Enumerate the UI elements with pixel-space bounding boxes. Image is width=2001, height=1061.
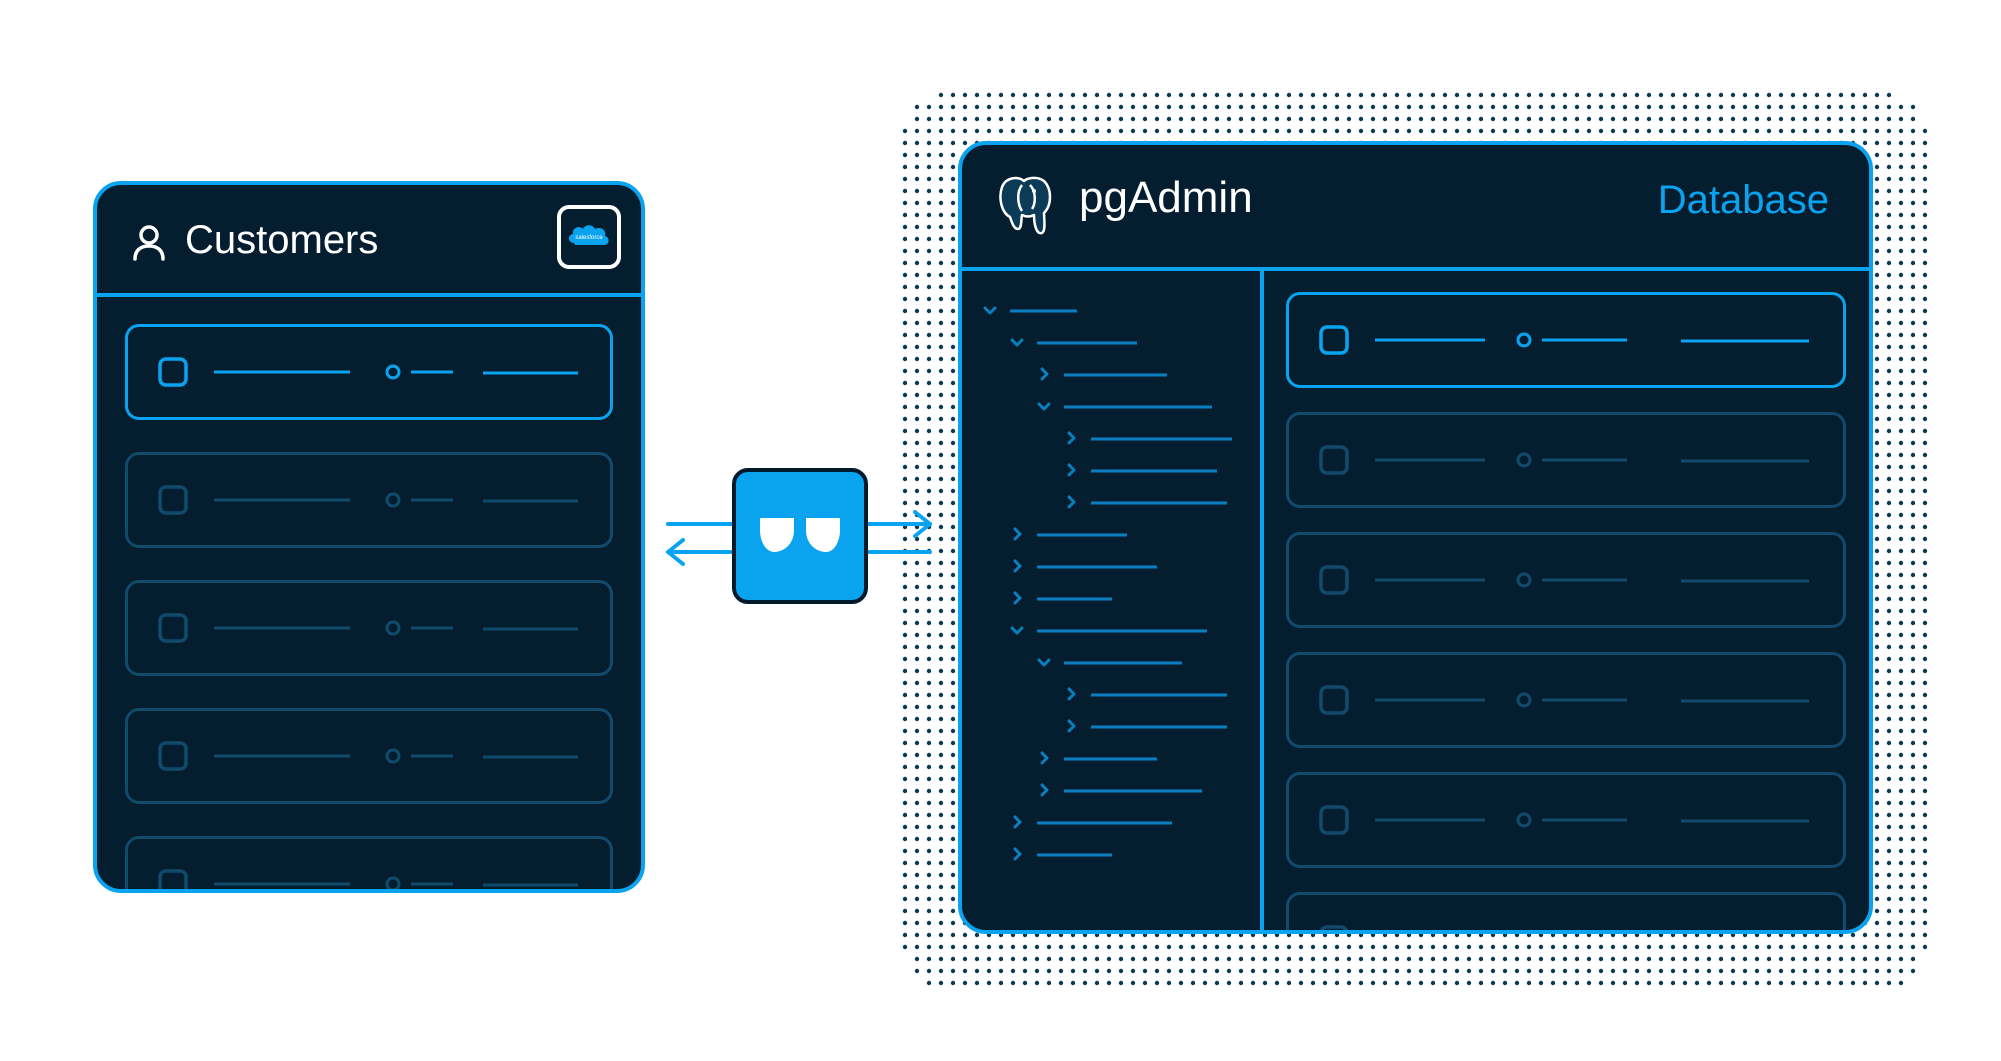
object-browser-tree [962,271,1260,930]
row-checkbox [158,869,188,889]
row-content [1319,685,1809,715]
row-checkbox [158,613,188,643]
chevron-down-icon [1010,626,1024,635]
chevron-down-icon [983,306,997,315]
row-checkbox [1319,805,1349,835]
pgadmin-title: pgAdmin [1079,173,1253,222]
pgadmin-panel: pgAdmin Database [958,141,1873,934]
chevron-right-icon [1067,495,1076,509]
list-row[interactable] [1286,772,1846,868]
chevron-right-icon [1040,783,1049,797]
row-content [158,741,578,771]
list-row[interactable] [1286,892,1846,930]
tree-item[interactable] [1010,338,1137,347]
tree-item[interactable] [1040,783,1202,797]
tree-item[interactable] [1040,367,1167,381]
pane-divider[interactable] [1260,271,1264,930]
chevron-right-icon [1013,591,1022,605]
row-status-dot [385,620,401,636]
row-status-dot [1516,332,1532,348]
row-checkbox [1319,445,1349,475]
row-status-dot [1516,692,1532,708]
tree-item[interactable] [1013,847,1112,861]
row-content [1319,445,1809,475]
chevron-right-icon [1067,431,1076,445]
row-status-dot [1516,452,1532,468]
row-content [158,869,578,889]
database-label: Database [1657,178,1829,222]
sync-connector-logo[interactable] [732,468,868,604]
row-status-dot [1516,572,1532,588]
tree-item[interactable] [1037,658,1182,667]
arrow-right-head [913,510,932,538]
arrow-left-head [666,538,685,566]
list-row-selected[interactable] [125,324,613,420]
chevron-right-icon [1013,527,1022,541]
tree-items [983,306,1232,861]
row-checkbox [1319,565,1349,595]
tree-item[interactable] [1013,559,1157,573]
chevron-right-icon [1040,367,1049,381]
row-content [158,485,578,515]
tree-item[interactable] [1067,431,1232,445]
list-row[interactable] [125,580,613,676]
user-icon [133,225,165,261]
chevron-right-icon [1040,751,1049,765]
customers-panel: Customers salesforce [93,181,645,893]
row-checkbox [1319,325,1349,355]
list-row[interactable] [125,708,613,804]
row-content [158,357,578,387]
list-row[interactable] [1286,412,1846,508]
postgresql-elephant-icon [999,176,1052,235]
salesforce-logo-button[interactable]: salesforce [557,205,621,269]
chevron-right-icon [1067,719,1076,733]
chevron-down-icon [1010,338,1024,347]
row-status-dot [385,492,401,508]
row-content [1319,325,1809,355]
chevron-right-icon [1067,463,1076,477]
customers-title: Customers [185,218,379,262]
sync-logo-icon [760,518,840,552]
tree-item[interactable] [1067,719,1227,733]
row-content [1319,565,1809,595]
chevron-right-icon [1013,847,1022,861]
customers-header: Customers salesforce [97,185,641,297]
row-status-dot [385,876,401,889]
tree-item[interactable] [983,306,1077,315]
row-checkbox [1319,925,1349,930]
list-row[interactable] [125,452,613,548]
tree-item[interactable] [1067,495,1227,509]
tree-item[interactable] [1067,687,1227,701]
tree-item[interactable] [1013,815,1172,829]
tree-item[interactable] [1037,402,1212,411]
row-checkbox [158,485,188,515]
pgadmin-header: pgAdmin Database [962,145,1869,271]
row-status-dot [385,364,401,380]
chevron-right-icon [1067,687,1076,701]
tree-item[interactable] [1010,626,1207,635]
list-row-selected[interactable] [1286,292,1846,388]
row-content [1319,805,1809,835]
row-content [1319,925,1349,930]
row-checkbox [1319,685,1349,715]
chevron-down-icon [1037,658,1051,667]
list-row[interactable] [1286,652,1846,748]
list-row[interactable] [1286,532,1846,628]
tree-item[interactable] [1013,591,1112,605]
row-status-dot [1516,812,1532,828]
tree-item[interactable] [1040,751,1157,765]
chevron-right-icon [1013,559,1022,573]
chevron-right-icon [1013,815,1022,829]
row-checkbox [158,741,188,771]
list-row[interactable] [125,836,613,889]
chevron-down-icon [1037,402,1051,411]
tree-item[interactable] [1067,463,1217,477]
tree-item[interactable] [1013,527,1127,541]
row-status-dot [385,748,401,764]
row-checkbox [158,357,188,387]
salesforce-logo-text: salesforce [575,235,603,241]
row-content [158,613,578,643]
salesforce-cloud-icon: salesforce [568,225,609,245]
